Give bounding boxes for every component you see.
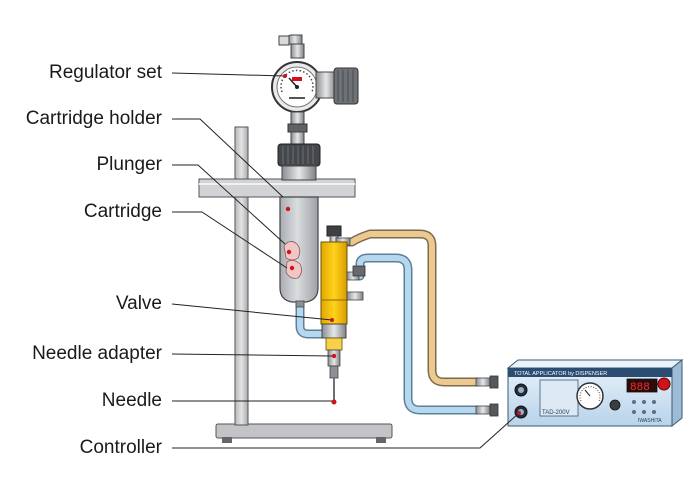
label-needle-adapter: Needle adapter — [32, 343, 162, 364]
label-plunger: Plunger — [96, 154, 163, 175]
plunger-piece — [283, 241, 301, 261]
label-cartridge: Cartridge — [83, 201, 162, 222]
controller-title: TOTAL APPLICATOR by DISPENSER — [514, 371, 607, 377]
controller-display-value: 888 — [630, 382, 650, 394]
controller-power-button[interactable] — [657, 377, 671, 391]
label-controller: Controller — [79, 437, 162, 458]
valve — [320, 225, 366, 339]
label-valve: Valve — [115, 293, 162, 314]
controller: TOTAL APPLICATOR by DISPENSER TAD-200V 8… — [475, 358, 684, 428]
label-regulator-set: Regulator set — [48, 62, 162, 83]
leader-dots — [283, 74, 521, 415]
cartridge — [279, 196, 319, 308]
regulator-set — [271, 34, 359, 145]
cartridge-holder — [277, 143, 321, 181]
regulator-knob — [333, 67, 359, 105]
label-cartridge-holder: Cartridge holder — [25, 108, 162, 129]
air-tubes — [295, 229, 483, 415]
stand-pole — [234, 126, 249, 426]
controller-model: TAD-200V — [542, 410, 570, 416]
valve-body — [320, 241, 348, 325]
stand-base — [215, 423, 393, 439]
needle-assembly — [325, 337, 343, 405]
controller-brand: IWASHITA — [638, 418, 662, 424]
leader-lines — [171, 72, 520, 449]
needle-adapter-part — [325, 337, 343, 351]
label-needle: Needle — [101, 390, 162, 411]
needle-tip — [331, 399, 337, 405]
stand-arm — [198, 178, 356, 198]
controller-display — [626, 378, 658, 393]
